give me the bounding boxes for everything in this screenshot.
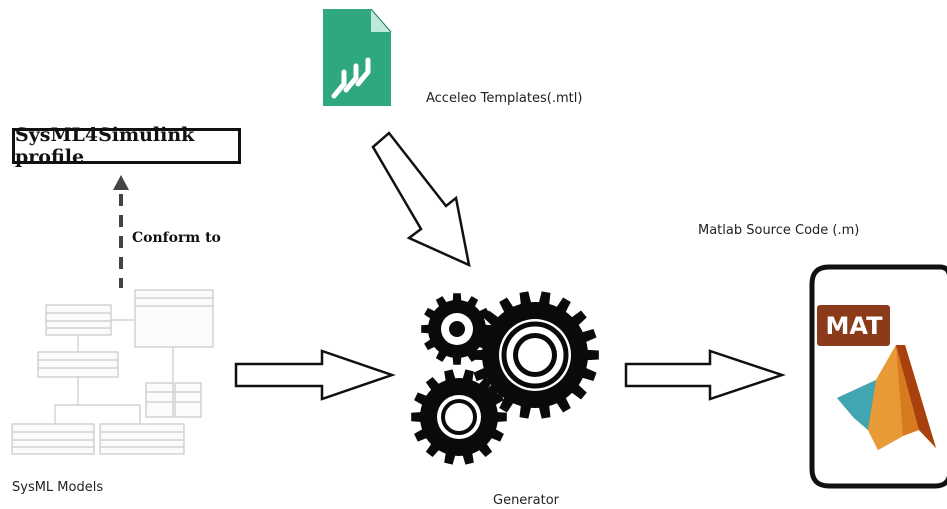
- matlab-source-label: Matlab Source Code (.m): [698, 223, 860, 238]
- mat-badge: MAT: [825, 311, 883, 340]
- profile-title: SysML4Simulink profile: [15, 124, 195, 168]
- acceleo-templates-label: Acceleo Templates(.mtl): [426, 91, 583, 106]
- generator-gears-icon: [411, 291, 599, 465]
- sysml4simulink-profile-box: SysML4Simulink profile: [12, 124, 241, 168]
- matlab-file-icon: [809, 264, 947, 489]
- sysml-models-label: SysML Models: [12, 480, 104, 495]
- sysml-models-diagram: [11, 289, 214, 455]
- conform-arrow: [113, 175, 129, 288]
- templates-to-generator-arrow: [371, 131, 471, 268]
- acceleo-template-icon: [323, 8, 392, 106]
- conform-to-label: Conform to: [132, 230, 221, 246]
- generator-label: Generator: [493, 493, 560, 508]
- generator-to-output-arrow: [624, 349, 786, 401]
- models-to-generator-arrow: [234, 349, 396, 401]
